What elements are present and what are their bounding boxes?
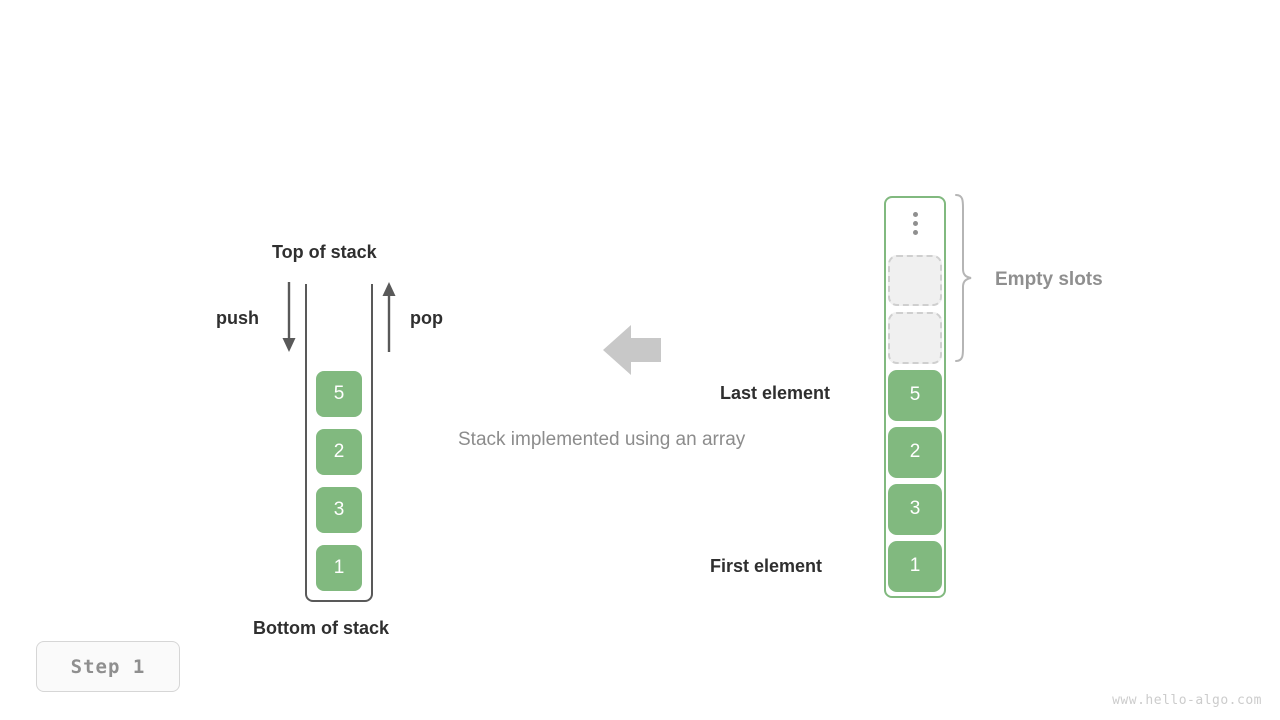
array-empty-slot[interactable] bbox=[888, 255, 942, 307]
ellipsis-dot bbox=[912, 212, 918, 218]
pop-label: pop bbox=[410, 308, 443, 328]
ellipsis-dot bbox=[912, 230, 918, 236]
push-arrow-down-icon bbox=[277, 281, 301, 353]
curly-brace-icon bbox=[952, 192, 974, 364]
bottom-of-stack-label: Bottom of stack bbox=[253, 618, 390, 638]
last-element-label: Last element bbox=[720, 383, 831, 403]
arrow-left-icon bbox=[603, 325, 661, 375]
stack-container: 5 2 3 1 bbox=[305, 284, 373, 602]
stack-element[interactable]: 5 bbox=[316, 371, 362, 417]
diagram-caption: Stack implemented using an array bbox=[458, 429, 746, 450]
array-element[interactable]: 3 bbox=[888, 483, 942, 535]
push-label: push bbox=[216, 308, 259, 328]
stack-element[interactable]: 2 bbox=[316, 429, 362, 475]
array-element[interactable]: 1 bbox=[888, 540, 942, 592]
step-badge[interactable]: Step 1 bbox=[36, 641, 180, 692]
vertical-ellipsis-icon bbox=[888, 198, 942, 249]
pop-arrow-up-icon bbox=[377, 281, 401, 353]
stack-element[interactable]: 3 bbox=[316, 487, 362, 533]
stack-element[interactable]: 1 bbox=[316, 545, 362, 591]
top-of-stack-label: Top of stack bbox=[272, 242, 377, 262]
array-empty-slot[interactable] bbox=[888, 312, 942, 364]
array-container: 5 2 3 1 bbox=[884, 196, 946, 598]
stack-elements-list: 5 2 3 1 bbox=[316, 371, 362, 591]
first-element-label: First element bbox=[710, 556, 823, 576]
array-element[interactable]: 5 bbox=[888, 369, 942, 421]
empty-slots-label: Empty slots bbox=[995, 269, 1103, 290]
stack-u-shape-border bbox=[305, 284, 373, 602]
ellipsis-dot bbox=[912, 221, 918, 227]
watermark: www.hello-algo.com bbox=[1112, 693, 1262, 708]
array-element[interactable]: 2 bbox=[888, 426, 942, 478]
